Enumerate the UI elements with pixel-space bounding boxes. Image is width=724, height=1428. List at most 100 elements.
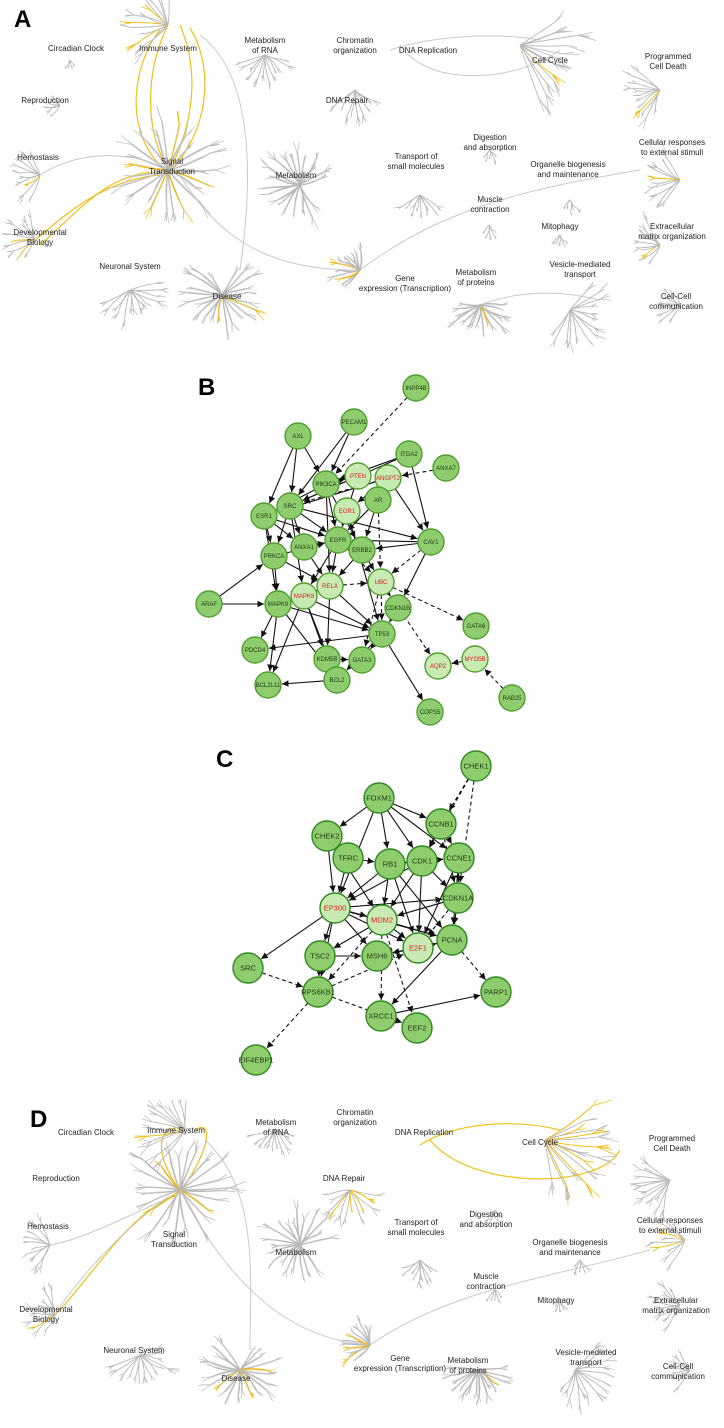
node-araf: ARAF — [195, 590, 223, 618]
pathway-label-immune: Immune System — [139, 44, 197, 53]
node-circle-cdk1 — [406, 845, 438, 877]
node-pten: PTEN — [344, 462, 372, 490]
edge-mapk8-tp53 — [315, 601, 370, 629]
connection-arc — [184, 1199, 371, 1346]
node-label-xrcc1: XRCC1 — [368, 1011, 393, 1020]
edge-cdk1-mdm2 — [390, 873, 415, 908]
node-circle-pten — [344, 462, 372, 490]
node-circle-ep300 — [319, 892, 351, 924]
node-label-msh6: MSH6 — [367, 951, 388, 960]
node-eef2: EEF2 — [401, 1012, 433, 1044]
node-label-axl: AXL — [292, 434, 304, 440]
pathway-label-cellcell: Cell-Cell communication — [651, 1362, 705, 1381]
node-circle-xrcc1 — [365, 1000, 397, 1032]
node-label-rb1: RB1 — [383, 859, 398, 868]
pathway-tree-reproduction — [43, 95, 61, 117]
node-ar: AR — [364, 486, 392, 514]
node-label-aqp2: AQP2 — [430, 664, 447, 670]
pathway-tree-organelle — [563, 199, 582, 216]
pathway-label-digestion: Digestion and absorption — [459, 1210, 513, 1229]
edge-ep300-msh6 — [344, 918, 367, 945]
edge-ubc-aqp2 — [387, 592, 431, 655]
pathway-label-cellcell: Cell-Cell communication — [649, 292, 703, 311]
edge-foxm1-ccnb1 — [392, 803, 427, 819]
node-src: SRC — [232, 952, 264, 984]
node-rela: RELA — [316, 572, 344, 600]
pathway-tree-transport — [394, 194, 444, 219]
edge-erbb2-ubc — [367, 560, 375, 571]
node-foxm1: FOXM1 — [363, 782, 395, 814]
edge-rela-tp53 — [339, 594, 373, 625]
node-cdk1: CDK1 — [406, 845, 438, 877]
node-circle-mdm2 — [366, 904, 398, 936]
pathway-tree-cell-resp — [644, 143, 681, 209]
edge-cav1-ubc — [391, 549, 422, 574]
node-circle-anxa1 — [290, 533, 318, 561]
node-label-mapk8: MAPK8 — [294, 594, 315, 600]
edge-tp53-gata3 — [370, 641, 378, 650]
edge-mapk9-bcl2l11 — [267, 616, 277, 672]
node-pik3ca: PIK3CA — [312, 470, 340, 498]
edge-src-prkca — [277, 518, 287, 543]
node-myo5b: MYO5B — [461, 645, 489, 673]
pathway-tree-metab-rna — [235, 54, 297, 90]
node-label-anxa7: ANXA7 — [436, 466, 456, 472]
pathway-tree-metab-rna — [246, 1129, 296, 1157]
pathway-label-ecm: Extracellular matrix organization — [642, 1296, 710, 1315]
pathway-label-vesicle: Vesicle-mediated transport — [549, 260, 611, 279]
edge-mdm2-rps6kb1 — [328, 930, 373, 981]
node-anxa7: ANXA7 — [432, 454, 460, 482]
pathway-label-chromatin: Chromatin organization — [333, 1108, 377, 1127]
node-label-ubc: UBC — [375, 580, 388, 586]
edge-src-egfr — [300, 513, 327, 533]
pathway-label-circadian: Circadian Clock — [57, 1128, 115, 1137]
edge-erbb2-rela — [338, 559, 354, 576]
pathway-tree-vesicle — [559, 1341, 618, 1416]
node-circle-gata6 — [462, 612, 490, 640]
edge-esr1-anxa1 — [273, 523, 294, 539]
pathway-tree-devbio — [22, 1282, 56, 1338]
pathway-label-metab-rna: Metabolism of RNA — [255, 1118, 297, 1137]
node-label-prkca: PRKCA — [264, 554, 285, 560]
node-bcl2: BCL2 — [323, 666, 351, 694]
node-circle-ccne1 — [443, 842, 475, 874]
connection-arc — [179, 174, 361, 271]
node-cdkn1a: CDKN1A — [442, 882, 474, 914]
edge-foxm1-chek2 — [339, 806, 368, 828]
edge-pecam1-src — [298, 432, 347, 496]
pathway-tree-dna-repair — [329, 89, 382, 127]
node-angpt2: ANGPT2 — [374, 464, 402, 492]
pathway-label-signal: Signal Transduction — [151, 1230, 197, 1249]
node-label-kdm5b: KDM5B — [317, 657, 338, 663]
edge-inpp4b-pik3ca — [335, 397, 408, 475]
node-gata3: GATA3 — [348, 646, 376, 674]
edge-mapk8-kdm5b — [307, 608, 324, 647]
node-circle-rb1 — [374, 848, 406, 880]
pathway-label-organelle: Organelle biogenesis and maintenance — [530, 160, 606, 179]
connection-arc — [181, 1127, 208, 1191]
pathway-label-muscle: Muscle contraction — [466, 1272, 506, 1291]
node-egr1: EGR1 — [333, 497, 361, 525]
edge-prkca-mapk9 — [273, 568, 280, 591]
node-ep300: EP300 — [319, 892, 351, 924]
pathway-label-organelle: Organelle biogenesis and maintenance — [532, 1238, 608, 1257]
edge-angpt2-src — [303, 481, 376, 504]
pathway-label-chromatin: Chromatin organization — [333, 36, 377, 55]
pathway-tree-mitophagy — [551, 234, 569, 248]
pathway-label-muscle: Muscle contraction — [470, 195, 510, 214]
node-label-gata3: GATA3 — [353, 658, 372, 664]
node-circle-egr1 — [333, 497, 361, 525]
edge-mdm2-e2f1 — [393, 928, 406, 939]
node-label-gata6: GATA6 — [467, 624, 486, 630]
pathway-tree-metab-prot — [447, 301, 512, 337]
edge-rela-kdm5b — [324, 598, 332, 646]
pathway-label-dna-repair: DNA Repair — [325, 96, 369, 105]
edge-myo5b-aqp2 — [451, 658, 463, 666]
pathway-label-reproduction: Reproduction — [32, 1174, 80, 1183]
pathway-label-devbio: Developmental Biology — [19, 1305, 73, 1324]
node-pdcd4: PDCD4 — [241, 636, 269, 664]
node-cops5: COPS5 — [416, 698, 444, 726]
